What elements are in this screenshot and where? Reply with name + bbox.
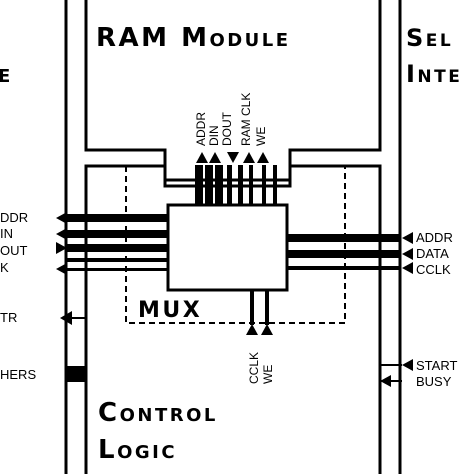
left-others-arrow <box>66 366 80 382</box>
left-bus <box>66 214 174 271</box>
right-start-arrow <box>402 359 413 371</box>
right-signal-busy: BUSY <box>416 374 452 389</box>
left-block-title: e <box>0 59 13 89</box>
ram-module-title: RAM Module <box>96 23 291 53</box>
right-signal-addr: ADDR <box>416 230 453 245</box>
serial-interface-title-line2: Inte <box>406 60 462 88</box>
left-signal-ddr: DDR <box>0 210 28 225</box>
right-start-line <box>380 364 402 366</box>
right-busy-arrow <box>380 375 391 387</box>
left-signal-tr: TR <box>0 310 17 325</box>
ram-signal-we: WE <box>254 127 268 146</box>
ram-module-block <box>84 0 382 182</box>
right-port-arrows <box>402 232 413 274</box>
ram-signal-ram-clk: RAM CLK <box>239 93 253 146</box>
ram-signal-labels: ADDR DIN DOUT RAM CLK WE <box>194 93 268 146</box>
right-bus <box>287 234 400 270</box>
left-tr-arrow <box>60 311 72 325</box>
right-signal-cclk: CCLK <box>416 262 451 277</box>
control-signal-cclk: CCLK <box>247 352 261 384</box>
ram-signal-dout: DOUT <box>220 111 234 146</box>
right-signal-data: DATA <box>416 246 449 261</box>
mux-box <box>166 203 289 292</box>
mux-label: MUX <box>138 298 202 323</box>
left-tr-line <box>72 317 86 319</box>
serial-interface-title-line1: Sel <box>406 24 453 52</box>
left-signal-k: K <box>0 260 9 275</box>
ram-signal-din: DIN <box>207 125 221 146</box>
left-port-arrows <box>56 212 67 275</box>
control-logic-title-line1: Control <box>98 398 218 428</box>
ram-signal-addr: ADDR <box>194 112 208 146</box>
left-signal-in: IN <box>0 226 13 241</box>
control-logic-title-line2: Logic <box>98 435 177 465</box>
left-signal-others: HERS <box>0 367 36 382</box>
ram-port-arrows <box>196 152 269 163</box>
control-signal-we: WE <box>261 365 275 384</box>
left-signal-out: OUT <box>0 243 28 258</box>
right-signal-start: START <box>416 358 457 373</box>
control-signal-lines <box>246 290 273 335</box>
ram-bus <box>195 165 277 207</box>
